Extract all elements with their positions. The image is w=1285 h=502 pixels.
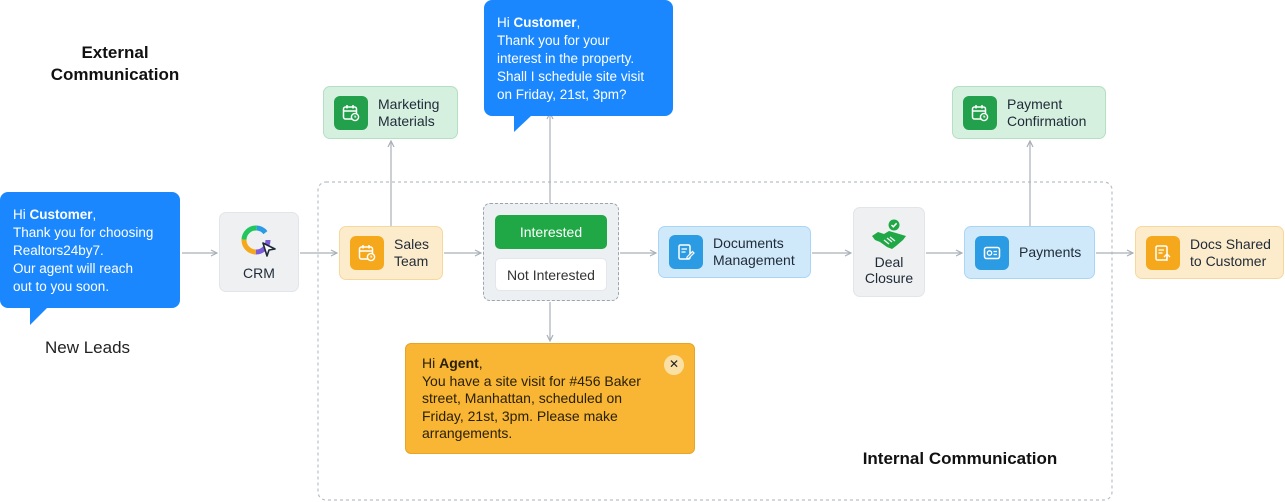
payment-card-icon xyxy=(975,235,1009,270)
crm-node[interactable]: CRM xyxy=(219,212,299,292)
documents-label-line: Documents xyxy=(713,235,784,251)
document-edit-icon xyxy=(669,235,703,269)
internal-communication-heading: Internal Communication xyxy=(862,449,1058,468)
documents-label-line: Management xyxy=(713,252,795,268)
notice-line: street, Manhattan, scheduled on xyxy=(422,390,623,406)
interest-choice-box: Interested Not Interested xyxy=(483,203,619,301)
calendar-clock-icon xyxy=(334,95,368,130)
close-icon[interactable]: ✕ xyxy=(664,355,684,375)
internal-communication-boundary xyxy=(317,181,1113,501)
marketing-label-line: Marketing xyxy=(378,95,440,112)
bubble-line: Our agent will reach xyxy=(13,261,134,276)
document-share-icon xyxy=(1146,235,1180,270)
agent-notification: Hi Agent, You have a site visit for #456… xyxy=(405,343,695,454)
payment-confirmation-label-line: Confirmation xyxy=(1007,112,1087,129)
site-visit-bubble-tail xyxy=(514,115,532,132)
payments-label: Payments xyxy=(1019,244,1082,260)
sales-team-label-line: Team xyxy=(394,253,429,269)
new-leads-label: New Leads xyxy=(45,338,131,357)
deal-label-line: Closure xyxy=(864,270,914,286)
deal-label-line: Deal xyxy=(874,254,904,270)
crm-label: CRM xyxy=(243,264,275,281)
docs-shared-label-line: Docs Shared xyxy=(1190,235,1271,252)
handshake-check-icon xyxy=(872,219,906,249)
customer-name: Customer xyxy=(513,15,577,30)
welcome-bubble-tail xyxy=(30,307,48,325)
interested-option[interactable]: Interested xyxy=(495,215,607,249)
payment-confirmation-label-line: Payment xyxy=(1007,95,1063,112)
notice-line: You have a site visit for #456 Baker xyxy=(422,372,641,389)
sales-team-label-line: Sales xyxy=(394,236,430,252)
bubble-line: interest in the property. xyxy=(497,51,635,66)
site-visit-message-bubble: Hi Customer, Thank you for your interest… xyxy=(484,0,673,116)
agent-name: Agent xyxy=(439,355,479,371)
marketing-label-line: Materials xyxy=(378,112,435,129)
calendar-clock-icon xyxy=(963,95,997,130)
calendar-clock-icon xyxy=(350,236,384,270)
bubble-line: Thank you for your xyxy=(497,33,610,48)
bubble-line: Shall I schedule site visit xyxy=(497,69,645,84)
crm-logo-icon xyxy=(241,225,276,257)
not-interested-option[interactable]: Not Interested xyxy=(495,258,607,291)
bubble-line: on Friday, 21st, 3pm? xyxy=(497,87,627,102)
bubble-line: Thank you for choosing xyxy=(13,225,154,240)
payments-node[interactable]: Payments xyxy=(964,226,1095,279)
bubble-line: out to you soon. xyxy=(13,279,110,294)
external-communication-heading: External Communication xyxy=(50,43,180,84)
welcome-message-bubble: Hi Customer, Thank you for choosing Real… xyxy=(0,192,180,308)
notice-line: Friday, 21st, 3pm. Please make xyxy=(422,407,618,424)
notice-line: arrangements. xyxy=(422,425,513,441)
customer-name: Customer xyxy=(29,207,93,222)
docs-shared-label-line: to Customer xyxy=(1190,252,1267,269)
bubble-line: Realtors24by7. xyxy=(13,243,104,258)
